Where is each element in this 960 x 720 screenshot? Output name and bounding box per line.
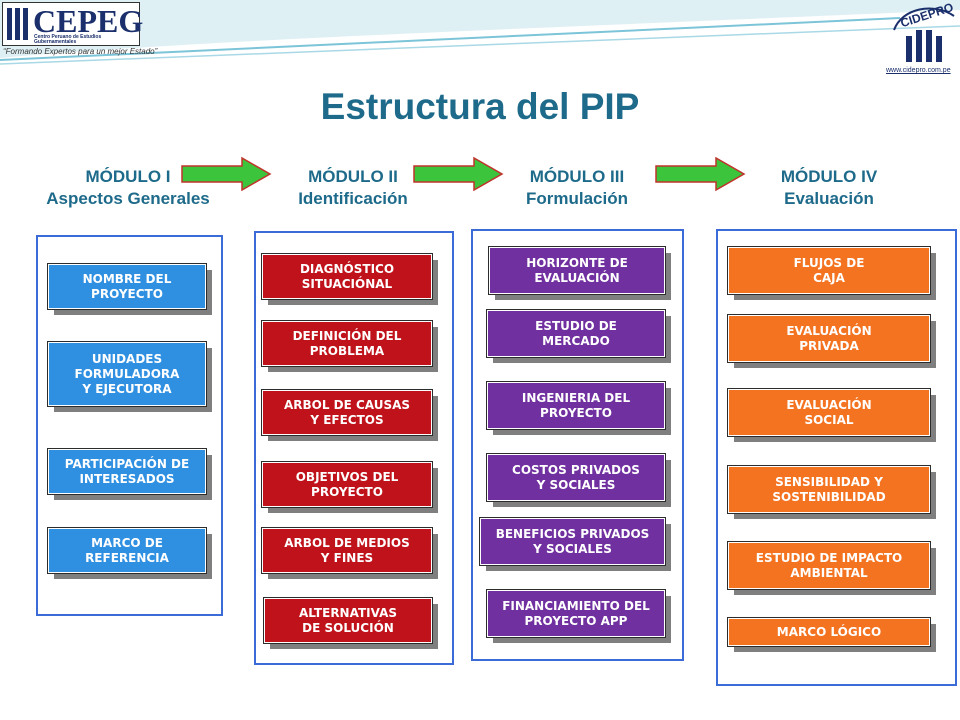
flow-arrow-3-icon: [655, 157, 746, 191]
module-1-item: NOMBRE DEL PROYECTO: [47, 263, 207, 310]
module-3-label: MÓDULO III: [529, 167, 625, 186]
module-3-item: FINANCIAMIENTO DEL PROYECTO APP: [486, 589, 666, 638]
module-4-item: SENSIBILIDAD Y SOSTENIBILIDAD: [727, 465, 931, 514]
module-4-item: FLUJOS DE CAJA: [727, 246, 931, 295]
module-3-name: Formulación: [525, 189, 628, 208]
module-2-heading: MÓDULO II Identificación: [253, 166, 453, 210]
module-4-item: MARCO LÓGICO: [727, 617, 931, 647]
module-3-item: INGENIERIA DEL PROYECTO: [486, 381, 666, 430]
module-3-item: HORIZONTE DE EVALUACIÓN: [488, 246, 666, 295]
cepeg-subtitle: Centro Peruano de Estudios Gubernamental…: [34, 34, 102, 45]
cepeg-wordmark: CEPEG: [33, 3, 144, 39]
module-4-heading: MÓDULO IV Evaluación: [729, 166, 929, 210]
module-2-item: ARBOL DE MEDIOS Y FINES: [261, 527, 433, 574]
module-1-item: UNIDADES FORMULADORA Y EJECUTORA: [47, 341, 207, 407]
module-4-item: EVALUACIÓN PRIVADA: [727, 314, 931, 363]
module-1-item: MARCO DE REFERENCIA: [47, 527, 207, 574]
module-2-item: DIAGNÓSTICO SITUACIÓNAL: [261, 253, 433, 300]
module-2-item: ALTERNATIVAS DE SOLUCIÓN: [263, 597, 433, 644]
svg-text:CIDEPRO: CIDEPRO: [899, 0, 955, 30]
cidepro-logo: CIDEPRO: [893, 0, 955, 62]
module-4-label: MÓDULO IV: [780, 167, 878, 186]
flow-arrow-2-icon: [413, 157, 504, 191]
cepeg-emblem-icon: [7, 8, 28, 40]
module-1-item: PARTICIPACIÓN DE INTERESADOS: [47, 448, 207, 495]
module-4-name: Evaluación: [784, 189, 874, 208]
module-1-heading: MÓDULO I Aspectos Generales: [28, 166, 228, 210]
module-3-item: ESTUDIO DE MERCADO: [486, 309, 666, 358]
flow-arrow-1-icon: [181, 157, 272, 191]
cepeg-tagline: “Formando Expertos para un mejor Estado”: [3, 47, 158, 56]
module-1-label: MÓDULO I: [85, 167, 171, 186]
module-2-item: ARBOL DE CAUSAS Y EFECTOS: [261, 389, 433, 436]
module-3-frame: [471, 229, 684, 661]
module-2-item: OBJETIVOS DEL PROYECTO: [261, 461, 433, 508]
page-title: Estructura del PIP: [320, 86, 640, 127]
module-4-frame: [716, 229, 957, 686]
module-3-item: COSTOS PRIVADOS Y SOCIALES: [486, 453, 666, 502]
module-3-item: BENEFICIOS PRIVADOS Y SOCIALES: [479, 517, 666, 566]
module-2-item: DEFINICIÓN DEL PROBLEMA: [261, 320, 433, 367]
module-2-label: MÓDULO II: [308, 167, 398, 186]
cidepro-url-link[interactable]: www.cidepro.com.pe: [886, 67, 951, 74]
module-4-item: ESTUDIO DE IMPACTO AMBIENTAL: [727, 541, 931, 590]
module-4-item: EVALUACIÓN SOCIAL: [727, 388, 931, 437]
cepeg-logo: CEPEG Centro Peruano de Estudios Guberna…: [2, 2, 144, 46]
module-3-heading: MÓDULO III Formulación: [477, 166, 677, 210]
module-2-frame: [254, 231, 454, 665]
module-2-name: Identificación: [298, 189, 408, 208]
header-decoration: [0, 0, 960, 65]
module-1-name: Aspectos Generales: [46, 189, 210, 208]
